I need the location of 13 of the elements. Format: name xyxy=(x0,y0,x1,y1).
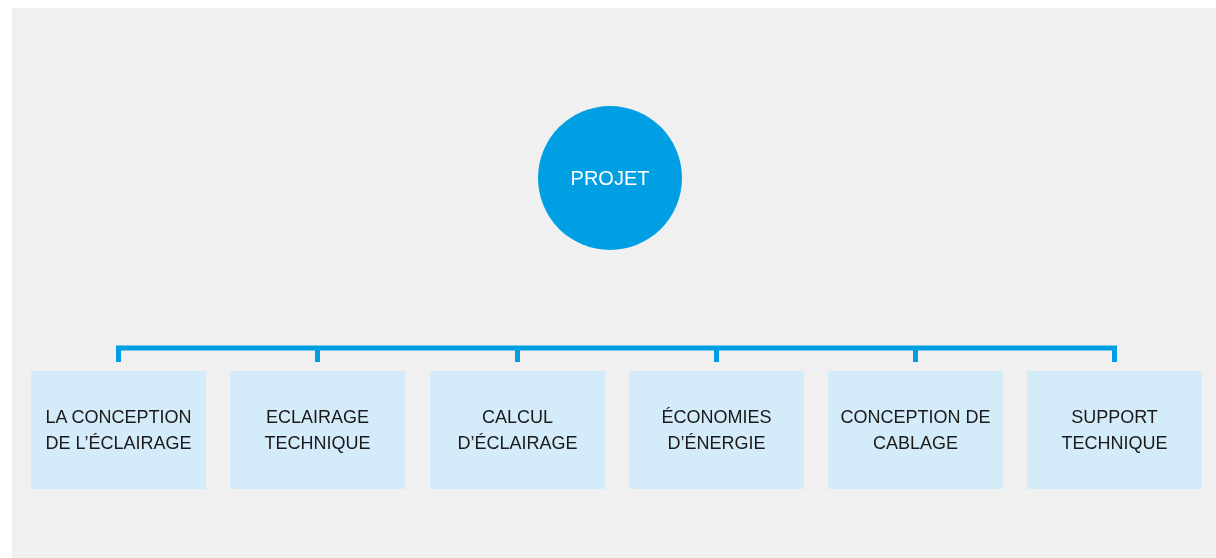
node-label: ECLAIRAGE TECHNIQUE xyxy=(263,406,372,455)
node-label: CONCEPTION DE CABLAGE xyxy=(839,406,992,455)
category-box xyxy=(828,371,1003,489)
node-label: CALCUL D’ÉCLAIRAGE xyxy=(456,406,579,455)
category-box xyxy=(230,371,405,489)
category-box xyxy=(31,371,206,489)
category-box xyxy=(430,371,605,489)
node-label: LA CONCEPTION DE L’ÉCLAIRAGE xyxy=(44,406,193,455)
node-label: SUPPORT TECHNIQUE xyxy=(1060,406,1169,455)
node-label: PROJET xyxy=(570,166,650,190)
category-box xyxy=(629,371,804,489)
node-label: ÉCONOMIES D’ÉNERGIE xyxy=(660,406,773,455)
category-box xyxy=(1027,371,1202,489)
